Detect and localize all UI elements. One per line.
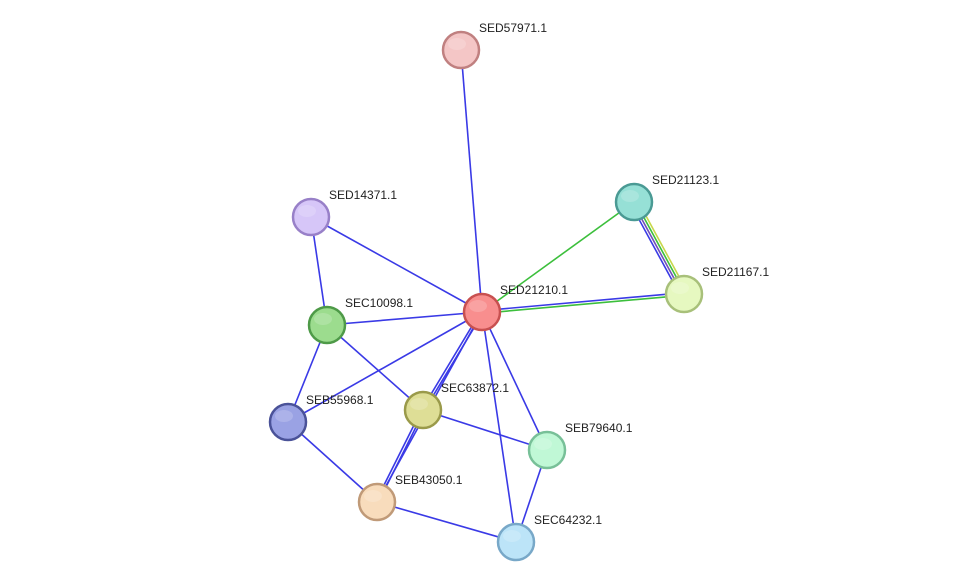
edge-line <box>376 501 517 543</box>
node-sed21123-1[interactable]: SED21123.1 <box>614 173 719 222</box>
node-sed14371-1[interactable]: SED14371.1 <box>291 188 397 237</box>
node-label: SED21210.1 <box>500 283 568 297</box>
node-sec10098-1[interactable]: SEC10098.1 <box>307 296 413 345</box>
edge-sec63872-1-seb79640-1 <box>422 409 548 451</box>
node-highlight <box>298 205 316 217</box>
node-label: SEB43050.1 <box>395 473 463 487</box>
node-label: SEB55968.1 <box>306 393 374 407</box>
node-label: SED21167.1 <box>702 265 769 279</box>
node-circle[interactable] <box>307 305 347 345</box>
edge-line <box>326 311 483 326</box>
node-circle[interactable] <box>614 182 654 222</box>
edge-seb55968-1-seb43050-1 <box>287 421 378 503</box>
node-highlight <box>621 190 639 202</box>
edge-line <box>422 409 548 451</box>
edge-line <box>481 201 635 313</box>
node-highlight <box>364 490 382 502</box>
edge-line <box>481 311 517 543</box>
node-seb79640-1[interactable]: SEB79640.1 <box>527 421 633 470</box>
edge-sed21210-1-seb79640-1 <box>481 311 548 451</box>
edge-seb43050-1-sec64232-1 <box>376 501 517 543</box>
node-seb55968-1[interactable]: SEB55968.1 <box>268 393 374 442</box>
edge-sed57971-1-sed21210-1 <box>460 49 483 313</box>
node-circle[interactable] <box>527 430 567 470</box>
node-circle[interactable] <box>441 30 481 70</box>
node-circle[interactable] <box>268 402 308 442</box>
edge-sed21123-1-sed21210-1 <box>481 201 635 313</box>
edge-line <box>460 49 483 313</box>
node-label: SED57971.1 <box>479 21 547 35</box>
node-highlight <box>534 438 552 450</box>
node-highlight <box>503 530 521 542</box>
node-circle[interactable] <box>403 390 443 430</box>
edge-line <box>481 291 684 312</box>
node-sed57971-1[interactable]: SED57971.1 <box>441 21 547 70</box>
node-highlight <box>275 410 293 422</box>
node-highlight <box>448 38 466 50</box>
node-label: SED21123.1 <box>652 173 719 187</box>
edge-line <box>310 216 483 313</box>
edge-line <box>481 311 548 451</box>
node-label: SEC64232.1 <box>534 513 602 527</box>
node-circle[interactable] <box>664 274 704 314</box>
edge-sed14371-1-sed21210-1 <box>310 216 483 313</box>
node-label: SEC10098.1 <box>345 296 413 310</box>
edge-sec10098-1-sec63872-1 <box>326 324 424 411</box>
edge-sed21210-1-sed21167-1 <box>481 291 685 315</box>
edge-line <box>287 421 378 503</box>
node-sec63872-1[interactable]: SEC63872.1 <box>403 381 509 430</box>
node-highlight <box>671 282 689 294</box>
edge-line <box>482 294 685 315</box>
edge-sed21210-1-sec64232-1 <box>481 311 517 543</box>
edge-seb55968-1-sed21210-1 <box>287 311 483 423</box>
node-highlight <box>469 300 487 312</box>
edge-line <box>326 324 424 411</box>
node-circle[interactable] <box>496 522 536 562</box>
node-seb43050-1[interactable]: SEB43050.1 <box>357 473 463 522</box>
edge-sec10098-1-sed21210-1 <box>326 311 483 326</box>
node-circle[interactable] <box>357 482 397 522</box>
node-circle[interactable] <box>462 292 502 332</box>
node-label: SEB79640.1 <box>565 421 633 435</box>
node-circle[interactable] <box>291 197 331 237</box>
edge-line <box>287 311 483 423</box>
node-sec64232-1[interactable]: SEC64232.1 <box>496 513 602 562</box>
node-label: SED14371.1 <box>329 188 397 202</box>
node-highlight <box>314 313 332 325</box>
node-sed21167-1[interactable]: SED21167.1 <box>664 265 769 314</box>
node-sed21210-1[interactable]: SED21210.1 <box>462 283 568 332</box>
node-label: SEC63872.1 <box>441 381 509 395</box>
node-highlight <box>410 398 428 410</box>
